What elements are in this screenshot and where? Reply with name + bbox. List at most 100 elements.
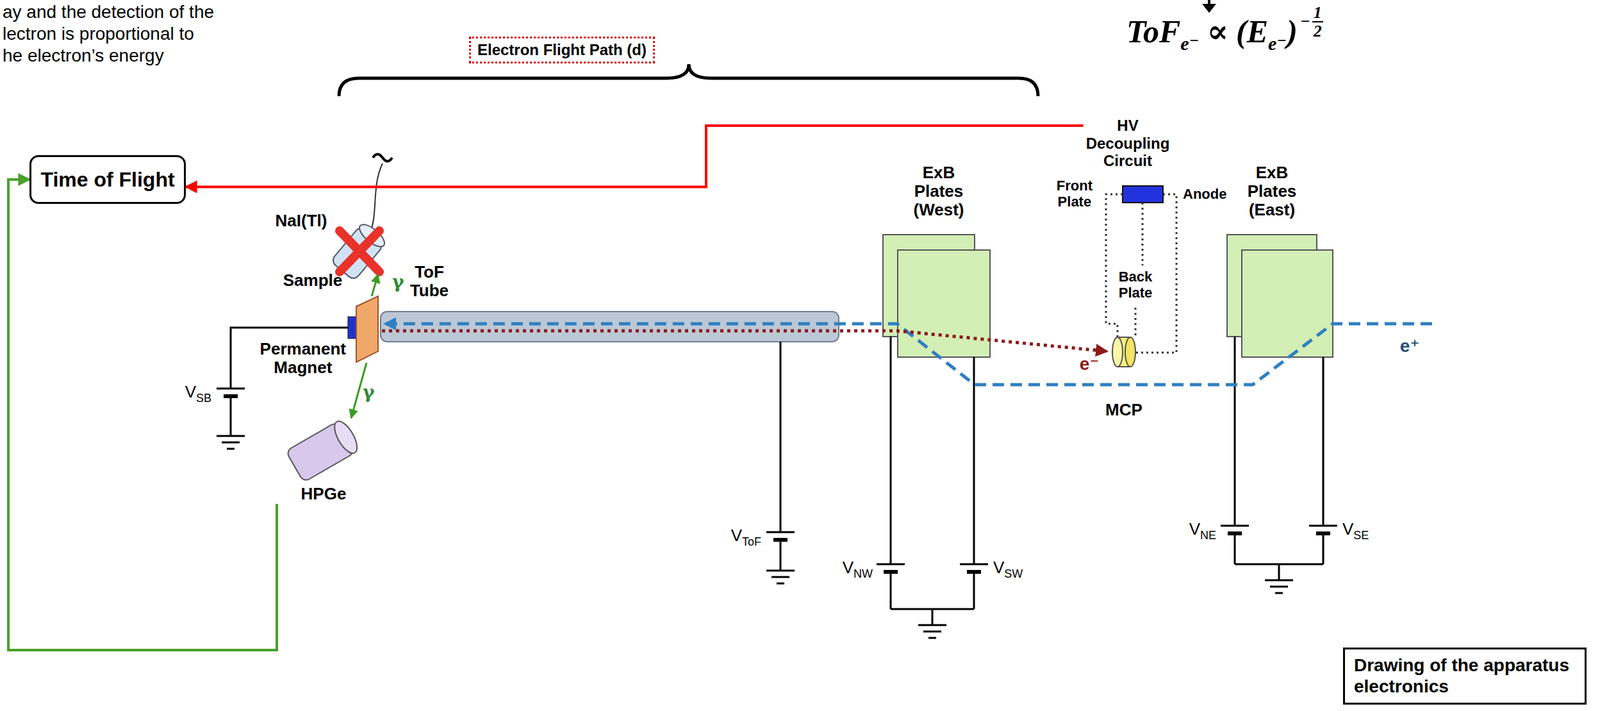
west-batteries [876, 563, 989, 566]
cable-squiggle [372, 154, 393, 162]
sb-wire [230, 327, 348, 436]
node-text: HV Decoupling Circuit [1086, 116, 1171, 170]
exponent-sign: − [1300, 12, 1311, 32]
time-of-flight-box: Time of Flight [29, 155, 186, 204]
particle-label: e⁺ [1400, 335, 1420, 356]
voltage-label-group: VNE [1189, 519, 1217, 539]
gamma-arrow [371, 274, 379, 297]
exb-plate-west-front [897, 249, 990, 357]
gamma-label-group: γ [362, 381, 375, 402]
plate-label: Back Plate [1118, 268, 1153, 301]
east-batteries [1227, 531, 1331, 536]
note-text: ay and the detection of the [2, 1, 215, 24]
sample-label: Sample [283, 270, 343, 290]
tube-label-group: ToF Tube [410, 262, 449, 300]
plates-label: ExB Plates (West) [913, 162, 965, 220]
tube-label: ToF Tube [410, 262, 449, 300]
voltage-label: V [731, 526, 743, 545]
formula: (E [1236, 14, 1269, 50]
hpge-detector: HPGe [269, 410, 379, 504]
flight-path-box: Electron Flight Path (d) [469, 36, 655, 64]
particle-label-group: e⁻ [1079, 353, 1099, 374]
fraction: 12 [1312, 3, 1324, 41]
positron-path [384, 323, 1433, 385]
detector-label-group: NaI(Tl) [275, 211, 328, 231]
flight-path-brace [338, 64, 1039, 97]
detector-label: NaI(Tl) [275, 210, 328, 231]
node-text: HPGe [301, 483, 347, 504]
formula: ) [1286, 14, 1298, 50]
tof-battery [766, 531, 795, 534]
plates-label-group: ExB Plates (East) [1247, 163, 1297, 220]
voltage-label: V [842, 558, 854, 577]
voltage-label-group: VSB [185, 382, 212, 402]
tof-ground [766, 570, 795, 584]
voltage-label: NW [853, 567, 873, 580]
voltage-label: ToF [742, 535, 762, 548]
hpge-cylinder [269, 410, 379, 484]
sample [356, 296, 379, 363]
tof-tube [380, 311, 839, 342]
tof-battery [773, 537, 788, 542]
voltage-label: SE [1353, 528, 1369, 542]
voltage-label-group: VToF [731, 526, 762, 545]
node-text: Time of Flight [40, 167, 175, 192]
voltage-label: NE [1200, 528, 1217, 542]
voltage-label: V [993, 558, 1005, 577]
formula: ToF [1126, 14, 1181, 50]
west-ground [918, 624, 947, 638]
west-batteries [883, 569, 982, 574]
west-wires [890, 336, 974, 625]
formula: e⁻ [1180, 32, 1199, 54]
voltage-label-group: VSE [1342, 519, 1369, 539]
anode-label: Anode [1182, 185, 1227, 202]
plate-label-group: Back Plate [1118, 269, 1153, 301]
gamma-label-group: γ [392, 271, 404, 292]
east-wires [1234, 336, 1324, 580]
note-text: lectron is proportional to [2, 23, 215, 45]
plates-label-group: ExB Plates (West) [913, 163, 965, 220]
particle-label: e⁻ [1079, 353, 1099, 374]
anode [1122, 185, 1163, 203]
magnet-label: Permanent Magnet [260, 338, 347, 377]
mcp-label-group: MCP [1105, 400, 1143, 420]
gamma-label: γ [362, 381, 375, 403]
formula: ∝ [1206, 14, 1229, 50]
voltage-label: SB [196, 391, 212, 405]
hpge-face [329, 417, 362, 457]
particle-label-group: e⁺ [1400, 335, 1420, 356]
mcp [1112, 337, 1136, 367]
note-text: he electron’s energy [2, 44, 215, 67]
voltage-label-group: VNW [842, 558, 873, 577]
caption-box: Drawing of the apparatus electronics [1343, 647, 1587, 705]
nai-cable [370, 163, 383, 232]
east-ground [1264, 579, 1294, 593]
fraction-digit: 1 [1312, 3, 1324, 23]
sample-label-group: Sample [283, 271, 343, 290]
hv-decoupling-circuit: HV Decoupling Circuit [1083, 115, 1173, 172]
magnet-label-group: Permanent Magnet [260, 339, 347, 377]
voltage-label: V [1189, 519, 1201, 539]
voltage-label: SW [1004, 567, 1023, 580]
note-text-group: ay and the detection of thelectron is pr… [2, 1, 215, 67]
east-batteries [1220, 524, 1338, 527]
permanent-magnet [347, 316, 357, 339]
plate-label-group: Front Plate [1056, 178, 1093, 210]
fraction-digit: 2 [1313, 22, 1322, 40]
gamma-label: γ [392, 271, 404, 293]
anode-label-group: Anode [1182, 186, 1227, 203]
voltage-label: V [1342, 519, 1354, 539]
plate-label: Front Plate [1056, 177, 1093, 210]
formula: e⁻ [1268, 32, 1287, 54]
voltage-label-group: VSW [993, 558, 1023, 577]
sb-ground [216, 435, 245, 449]
sb-battery [223, 394, 238, 398]
sb-battery [216, 387, 245, 390]
voltage-label: V [185, 382, 197, 402]
node-text: Drawing of the apparatus electronics [1353, 654, 1570, 697]
disabled-cross [339, 230, 380, 272]
mcp-label: MCP [1105, 399, 1143, 420]
